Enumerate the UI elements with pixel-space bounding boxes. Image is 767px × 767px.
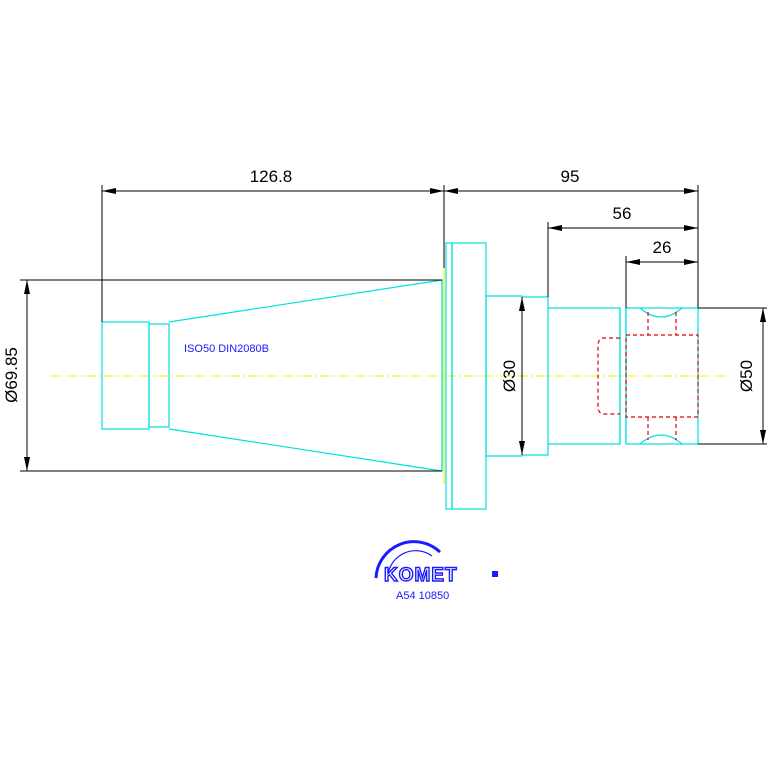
- komet-logo: KOMET: [374, 540, 498, 587]
- dim-label-56: 56: [613, 204, 632, 223]
- dim-mid-right: 56: [547, 204, 698, 297]
- part-number: A54 10850: [396, 590, 449, 602]
- dim-label-26: 26: [653, 238, 672, 257]
- body-dia30: [485, 295, 549, 457]
- taper-shank: [101, 279, 443, 472]
- dim-label-dia-69-85: Ø69.85: [2, 347, 21, 403]
- dim-dia-right: Ø50: [698, 307, 767, 445]
- dim-overall-left: 126.8: [101, 167, 445, 322]
- dim-dia-mid: Ø30: [500, 297, 525, 455]
- dim-dia-left: Ø69.85: [2, 279, 442, 472]
- dim-label-dia-50: Ø50: [737, 360, 756, 392]
- dim-label-95: 95: [561, 167, 580, 186]
- komet-wordmark: KOMET: [384, 565, 458, 586]
- dim-label-dia-30: Ø30: [500, 360, 519, 392]
- dim-label-126-8: 126.8: [250, 167, 293, 186]
- part-label: ISO50 DIN2080B: [184, 343, 269, 355]
- dim-overall-right: 95: [444, 167, 699, 308]
- dim-small-right: 26: [625, 238, 698, 308]
- hidden-lines: [597, 312, 699, 440]
